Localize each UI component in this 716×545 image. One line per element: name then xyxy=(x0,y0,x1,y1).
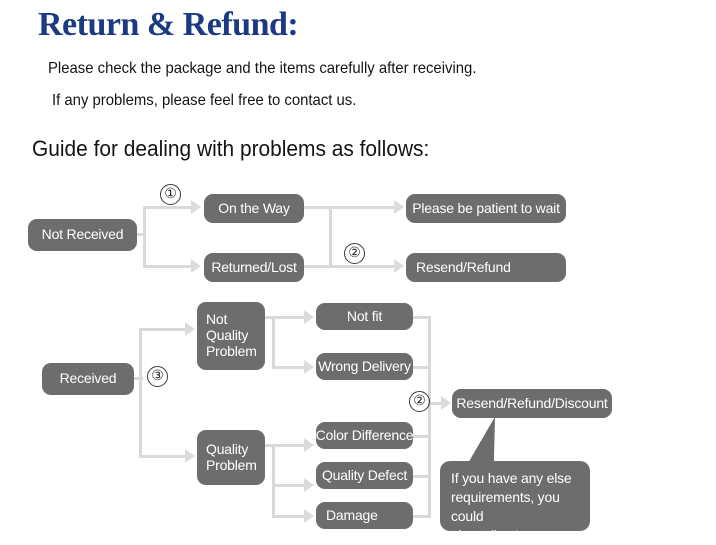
connector-not-received-stem xyxy=(137,233,146,236)
node-returned-lost: Returned/Lost xyxy=(204,253,304,282)
instruction-line-2: If any problems, please feel free to con… xyxy=(52,92,357,109)
connector-to-resend-refund xyxy=(329,265,397,268)
connector-color-difference-out xyxy=(413,435,431,438)
connector-not-fit-out xyxy=(413,316,431,319)
arrow-to-not-quality-problem xyxy=(185,322,195,336)
arrow-to-final-outcome xyxy=(441,396,451,410)
connector-received-stem xyxy=(134,377,143,380)
arrow-to-on-the-way xyxy=(191,200,201,214)
connector-to-damage xyxy=(272,515,308,518)
connector-to-quality-defect xyxy=(272,484,308,487)
connector-to-not-quality-problem xyxy=(139,328,187,331)
connector-qp-split xyxy=(272,444,275,516)
node-received: Received xyxy=(42,363,134,395)
node-resend-refund: Resend/Refund xyxy=(406,253,566,282)
step-marker-1: ① xyxy=(160,184,181,205)
connector-on-the-way-out xyxy=(304,206,332,209)
callout-bubble: If you have any else requirements, you c… xyxy=(440,461,590,543)
connector-quality-defect-out xyxy=(413,475,431,478)
node-quality-problem: Quality Problem xyxy=(197,430,265,485)
instruction-line-1: Please check the package and the items c… xyxy=(48,60,477,77)
node-not-quality-problem: Not Quality Problem xyxy=(197,302,265,370)
node-resend-refund-discount: Resend/Refund/Discount xyxy=(452,389,612,418)
node-not-received: Not Received xyxy=(28,219,137,251)
connector-to-quality-problem xyxy=(139,455,187,458)
connector-to-final-outcome xyxy=(428,402,444,405)
arrow-to-damage xyxy=(304,509,314,523)
page-title: Return & Refund: xyxy=(38,6,299,43)
arrow-to-quality-problem xyxy=(185,449,195,463)
node-color-difference: Color Difference xyxy=(316,422,414,449)
node-wrong-delivery: Wrong Delivery xyxy=(316,353,413,380)
connector-not-received-split xyxy=(143,206,146,268)
connector-to-not-fit xyxy=(272,316,308,319)
arrow-to-quality-defect xyxy=(304,478,314,492)
node-damage: Damage xyxy=(316,502,413,529)
connector-to-patient-wait xyxy=(329,206,397,209)
guide-heading: Guide for dealing with problems as follo… xyxy=(32,136,430,161)
connector-returned-lost-out xyxy=(304,265,332,268)
connector-nqp-split xyxy=(272,316,275,368)
connector-nqp-stem xyxy=(265,316,275,319)
step-marker-2-lower: ② xyxy=(409,391,430,412)
connector-reasons-merge-bus xyxy=(428,316,431,518)
connector-damage-out xyxy=(413,515,431,518)
arrow-to-returned-lost xyxy=(191,259,201,273)
step-marker-2-upper: ② xyxy=(344,243,365,264)
node-not-fit: Not fit xyxy=(316,303,413,330)
connector-to-color-difference xyxy=(272,444,308,447)
connector-upper-merge-bus xyxy=(329,206,332,268)
arrow-to-resend-refund xyxy=(394,259,404,273)
connector-to-returned-lost xyxy=(143,265,193,268)
arrow-to-not-fit xyxy=(304,310,314,324)
connector-received-split xyxy=(139,328,142,458)
connector-wrong-delivery-out xyxy=(413,366,431,369)
connector-qp-stem xyxy=(265,444,275,447)
node-quality-defect: Quality Defect xyxy=(316,462,413,489)
step-marker-3: ③ xyxy=(147,366,168,387)
arrow-to-wrong-delivery xyxy=(304,360,314,374)
arrow-to-patient-wait xyxy=(394,200,404,214)
connector-to-wrong-delivery xyxy=(272,366,308,369)
node-on-the-way: On the Way xyxy=(204,194,304,223)
arrow-to-color-difference xyxy=(304,438,314,452)
connector-to-on-the-way xyxy=(143,206,193,209)
node-please-be-patient-to-wait: Please be patient to wait xyxy=(406,194,566,223)
